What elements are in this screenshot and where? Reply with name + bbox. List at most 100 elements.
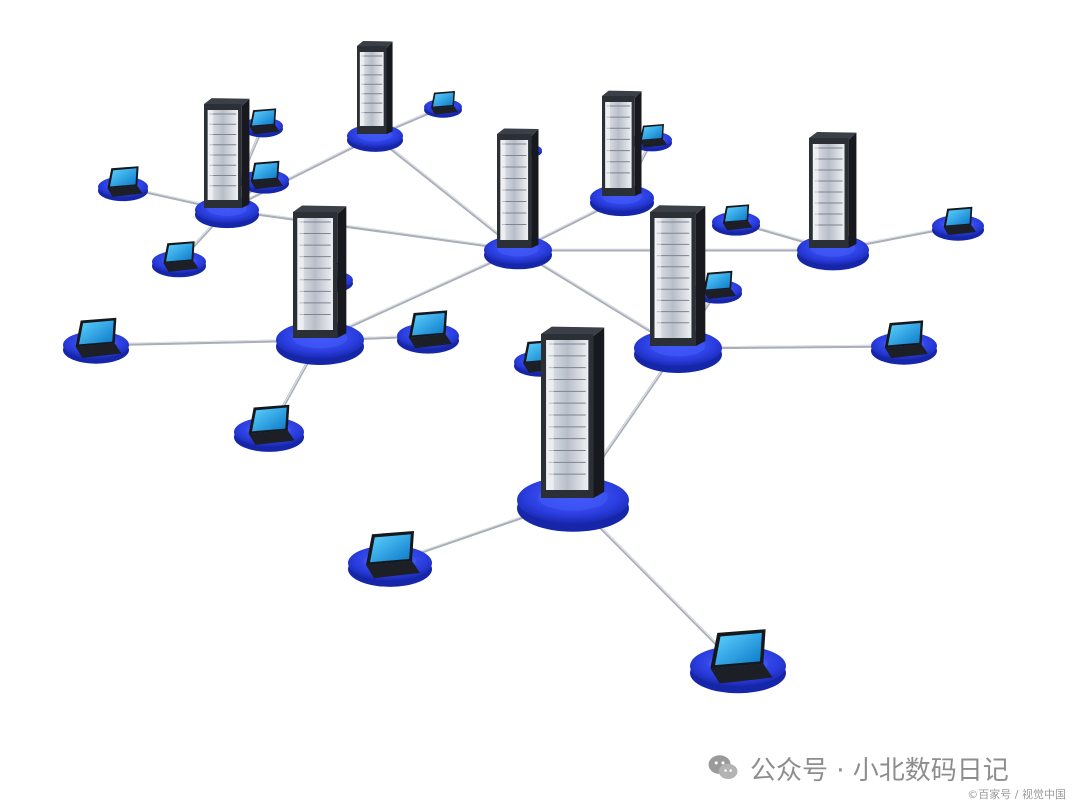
laptop-node [234,404,304,452]
wechat-icon [708,755,738,780]
server-side [531,129,539,248]
laptop-screen [79,320,114,345]
laptop-icon [703,270,736,300]
laptop-node [243,108,283,138]
network-nodes [63,40,984,694]
laptop-icon [248,404,295,445]
laptop-node [348,531,432,587]
server-glass-reflection [812,144,819,240]
server-node [797,131,869,271]
server-side [241,98,250,208]
laptop-icon [163,241,199,272]
laptop-keyboard [703,288,736,300]
server-node [484,128,552,270]
laptop-icon [250,160,283,190]
server-glass [605,102,632,188]
server-glass-reflection [500,140,506,240]
laptop-keyboard [722,220,753,231]
laptop-icon [75,317,122,358]
laptop-node [690,629,786,694]
laptop-node [152,241,206,278]
network-cable [373,134,520,252]
laptop-keyboard [163,260,199,272]
laptop-node [241,160,289,194]
server-glass-reflection [359,52,365,126]
watermark-text: 公众号 · 小北数码日记 [750,755,1009,786]
network-cable [318,248,520,342]
cable-highlight [319,248,519,340]
server-rack-icon [204,98,250,208]
network-cable [225,134,377,212]
cable-highlight [226,208,519,250]
laptop-keyboard [884,344,928,359]
server-side [695,206,706,346]
laptop-keyboard [249,124,280,135]
server-side [634,91,642,196]
server-rack-icon [809,131,857,248]
laptop-keyboard [943,224,976,236]
laptop-keyboard [248,430,295,445]
laptop-keyboard [75,343,122,358]
server-side [386,41,393,135]
laptop-node [63,317,129,364]
laptop-screen [252,110,275,126]
server-top [541,326,605,336]
laptop-node [98,166,148,202]
laptop-keyboard [366,561,420,579]
laptop-icon [431,91,458,115]
server-glass-reflection [297,218,304,330]
laptop-screen [166,243,193,262]
laptop-screen [946,208,971,226]
laptop-icon [943,206,976,236]
laptop-keyboard [710,663,773,684]
laptop-screen [642,125,663,140]
server-top [650,205,706,214]
server-glass [359,52,384,126]
laptop-screen [715,632,762,666]
credit-text: ©百家号 / 视觉中国 [967,788,1066,801]
server-glass-reflection [654,218,662,338]
laptop-node [694,270,742,304]
server-top [809,131,857,140]
server-node [195,98,259,229]
server-rack-icon [497,128,539,248]
laptop-icon [640,124,667,148]
laptop-node [632,124,672,152]
laptop-screen [706,272,731,290]
server-glass [297,218,333,330]
laptop-node [397,310,459,354]
server-glass-reflection [605,102,610,188]
server-side [337,206,347,338]
server-top [293,205,347,214]
laptop-node [424,91,462,118]
laptop-icon [408,310,452,349]
server-node [590,90,654,217]
laptop-screen [412,312,445,336]
server-side [848,132,857,248]
server-rack-icon [293,205,347,338]
laptop-keyboard [107,185,143,197]
laptop-node [932,206,984,241]
laptop-node [871,320,937,365]
laptop-icon [366,531,420,579]
laptop-screen [725,206,748,222]
laptop-screen [888,322,921,346]
laptop-screen [253,162,278,180]
laptop-screen [110,168,137,187]
laptop-keyboard [431,106,458,115]
laptop-screen [433,92,454,107]
network-cable [225,208,520,252]
laptop-icon [884,320,928,359]
laptop-keyboard [408,334,452,349]
cable-highlight [374,134,519,250]
server-node [517,326,629,532]
server-rack-icon [541,326,605,498]
laptop-keyboard [250,178,283,190]
server-side [593,327,605,498]
server-rack-icon [357,40,393,135]
server-node [634,205,722,373]
server-node [276,205,364,365]
laptop-icon [107,166,143,197]
server-rack-icon [602,90,642,196]
